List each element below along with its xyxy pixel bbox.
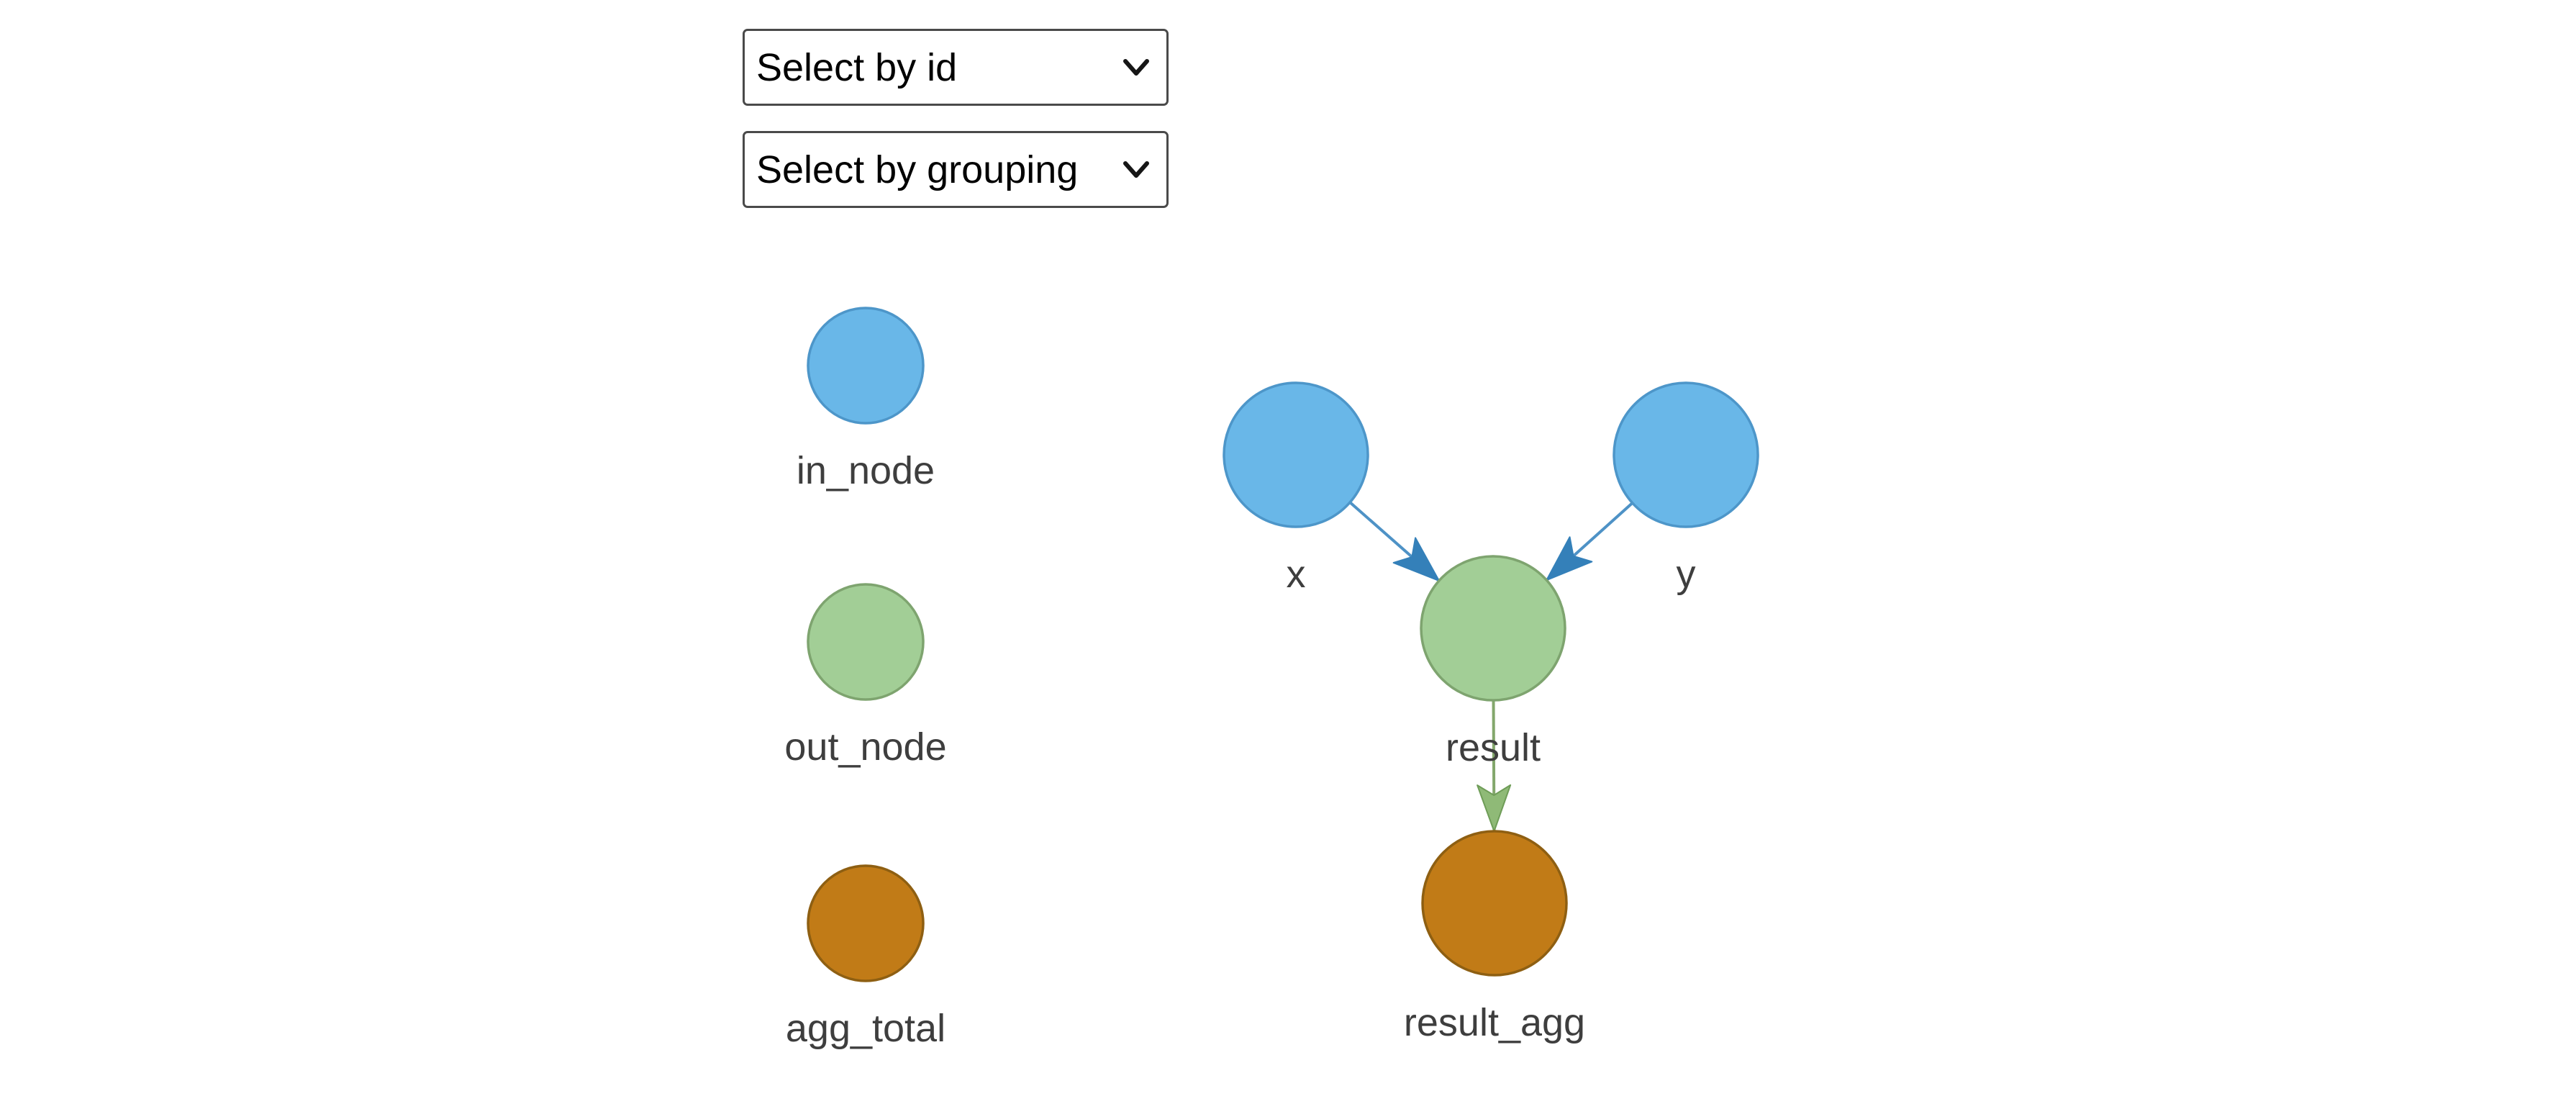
- legend-out_node-label: out_node: [784, 725, 946, 769]
- node-y-circle[interactable]: [1613, 381, 1759, 528]
- node-result_agg-label: result_agg: [1404, 1001, 1585, 1044]
- edge-y-result: [1546, 502, 1633, 581]
- legend-agg_total-circle: [807, 864, 925, 982]
- legend-in_node-label: in_node: [797, 449, 935, 492]
- node-x-label: x: [1287, 553, 1306, 596]
- node-result_agg-circle[interactable]: [1421, 830, 1568, 977]
- node-result-circle[interactable]: [1420, 555, 1566, 702]
- legend-out_node-circle: [807, 583, 925, 701]
- select-by-grouping[interactable]: Select by grouping: [743, 131, 1169, 208]
- edge-result-result_agg: [1477, 700, 1512, 833]
- edge-x-result: [1348, 501, 1441, 582]
- node-y-label: y: [1677, 553, 1696, 596]
- node-result-label: result: [1446, 726, 1541, 769]
- legend-agg_total-label: agg_total: [786, 1007, 945, 1050]
- select-by-id[interactable]: Select by id: [743, 29, 1169, 106]
- node-x-circle[interactable]: [1223, 381, 1369, 528]
- legend-in_node-circle: [807, 307, 925, 425]
- select-by-id-wrap: Select by id: [743, 29, 1169, 106]
- select-by-grouping-wrap: Select by grouping: [743, 131, 1169, 208]
